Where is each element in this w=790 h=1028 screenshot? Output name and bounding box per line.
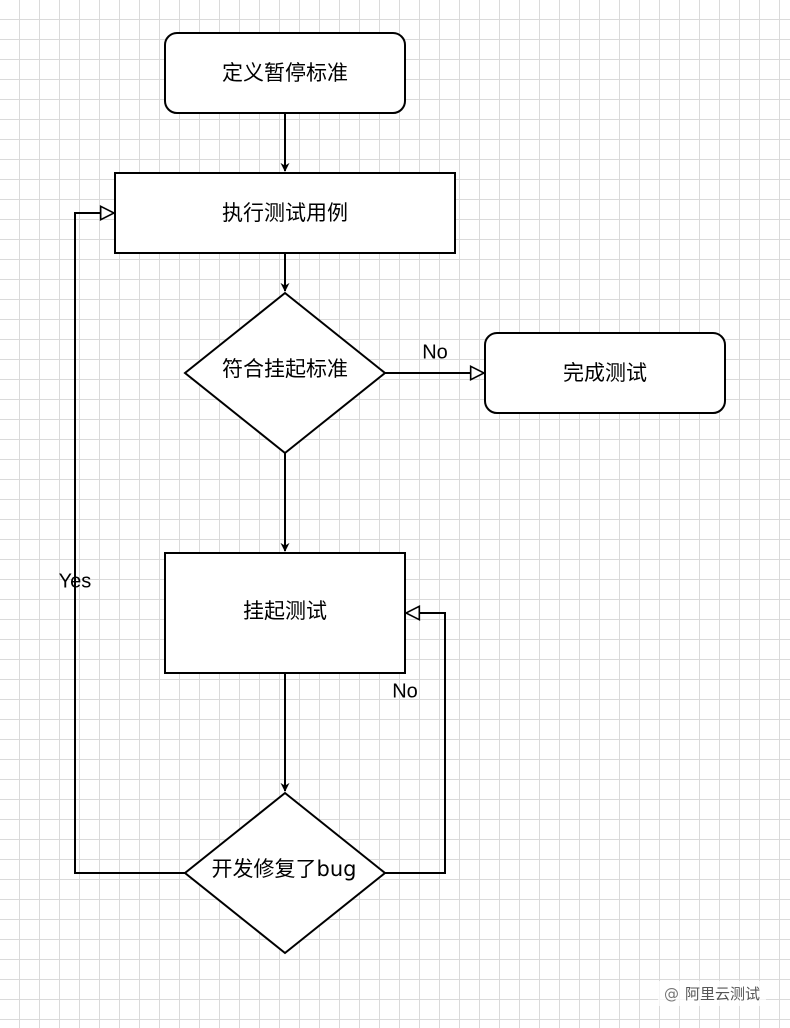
node-dev-fixed-bug-label: 开发修复了bug: [212, 857, 357, 881]
node-dev-fixed-bug: 开发修复了bug: [183, 791, 387, 955]
node-complete-testing-label: 完成测试: [563, 361, 647, 385]
watermark: @ 阿里云测试: [657, 981, 766, 1006]
node-complete-testing: 完成测试: [484, 332, 726, 414]
edge-fixcheck-yes-loop: [74, 213, 185, 874]
node-suspend-testing: 挂起测试: [164, 552, 406, 674]
edges: [74, 113, 484, 874]
edge-fixcheck-no-loop: [385, 613, 446, 874]
node-meets-suspend-criteria-label: 符合挂起标准: [222, 357, 348, 381]
node-execute-tests: 执行测试用例: [114, 172, 456, 254]
watermark-logo-icon: @: [663, 985, 679, 1003]
edge-label-no-loop: No: [392, 680, 418, 702]
node-define-criteria-label: 定义暂停标准: [222, 61, 348, 85]
edge-label-no-complete: No: [422, 341, 448, 363]
node-meets-suspend-criteria: 符合挂起标准: [183, 291, 387, 455]
node-define-criteria: 定义暂停标准: [164, 32, 406, 114]
node-execute-tests-label: 执行测试用例: [222, 201, 348, 225]
edge-label-yes-loop: Yes: [59, 570, 92, 592]
watermark-text: 阿里云测试: [684, 985, 760, 1003]
node-suspend-testing-label: 挂起测试: [243, 599, 327, 623]
